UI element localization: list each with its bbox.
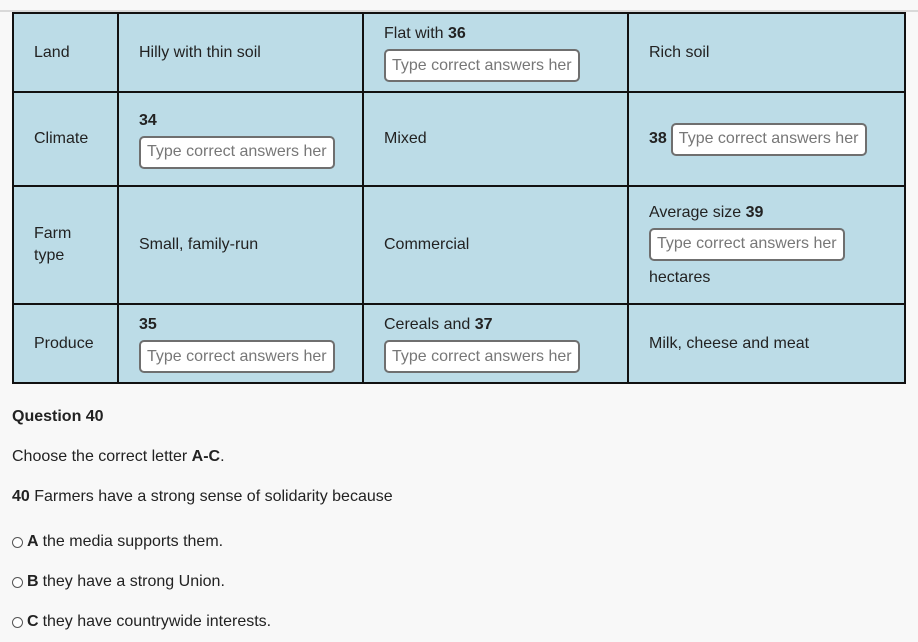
answer-input-38[interactable]: [670, 122, 867, 156]
cell-produce-3: Milk, cheese and meat: [627, 303, 906, 384]
question-number-36: 36: [448, 25, 466, 42]
question-number-35: 35: [139, 316, 157, 333]
instruction-suffix: .: [220, 448, 225, 465]
stem-text: Farmers have a strong sense of solidarit…: [34, 488, 393, 505]
question-instruction: Choose the correct letter A-C.: [12, 442, 393, 482]
table-row: Land Hilly with thin soil Flat with 36 R…: [12, 12, 906, 93]
question-number-37: 37: [474, 316, 493, 333]
cell-land-1: Hilly with thin soil: [117, 12, 364, 93]
radio-b[interactable]: [12, 576, 23, 588]
option-c-text: they have countrywide interests.: [42, 613, 272, 630]
option-a-text: the media supports them.: [42, 533, 224, 550]
answer-input-36[interactable]: [384, 49, 580, 82]
cell-land-3: Rich soil: [627, 12, 906, 93]
answer-input-37[interactable]: [384, 340, 580, 373]
instruction-letters: A-C: [191, 448, 221, 465]
table-row: Climate 34 Mixed 38: [12, 91, 906, 187]
question-number-39: 39: [745, 203, 764, 221]
question-title: Question 40: [12, 408, 104, 425]
table-row: Produce 35 Cereals and 37 Milk, cheese a…: [12, 303, 906, 384]
option-b-letter: B: [27, 573, 39, 590]
table-row: Farm type Small, family-run Commercial A…: [12, 185, 906, 305]
question-40-block: Question 40 Choose the correct letter A-…: [12, 402, 393, 642]
cell-climate-3: 38: [627, 91, 906, 187]
cell-farm-3-label: Average size: [649, 203, 742, 221]
answer-input-35[interactable]: [139, 340, 335, 373]
comparison-table: Land Hilly with thin soil Flat with 36 R…: [12, 12, 906, 384]
answer-input-39[interactable]: [649, 227, 845, 261]
option-a-letter: A: [27, 533, 39, 550]
cell-farm-2: Commercial: [362, 185, 629, 305]
option-b[interactable]: B they have a strong Union.: [12, 562, 393, 602]
cell-produce-2-label: Cereals and: [384, 316, 471, 333]
cell-climate-1: 34: [117, 91, 364, 187]
cell-farm-1: Small, family-run: [117, 185, 364, 305]
row-header-produce: Produce: [12, 303, 119, 384]
answer-input-34[interactable]: [139, 135, 335, 169]
radio-c[interactable]: [12, 616, 23, 628]
question-stem: 40 Farmers have a strong sense of solida…: [12, 482, 393, 522]
cell-produce-2: Cereals and 37: [362, 303, 629, 384]
top-divider: [0, 10, 918, 12]
row-header-climate: Climate: [12, 91, 119, 187]
option-a[interactable]: A the media supports them.: [12, 522, 393, 562]
cell-climate-2: Mixed: [362, 91, 629, 187]
option-b-text: they have a strong Union.: [42, 573, 225, 590]
option-c-letter: C: [27, 613, 39, 630]
cell-farm-3-unit: hectares: [649, 268, 711, 286]
cell-produce-1: 35: [117, 303, 364, 384]
stem-number: 40: [12, 488, 30, 505]
question-number-38: 38: [649, 130, 667, 147]
cell-farm-3: Average size 39 hectares: [627, 185, 906, 305]
cell-land-2-label: Flat with: [384, 25, 444, 42]
question-number-34: 34: [139, 111, 157, 129]
option-c[interactable]: C they have countrywide interests.: [12, 602, 393, 642]
cell-land-2: Flat with 36: [362, 12, 629, 93]
instruction-text: Choose the correct letter: [12, 448, 188, 465]
row-header-land: Land: [12, 12, 119, 93]
row-header-farm-type: Farm type: [12, 185, 119, 305]
radio-a[interactable]: [12, 536, 23, 548]
